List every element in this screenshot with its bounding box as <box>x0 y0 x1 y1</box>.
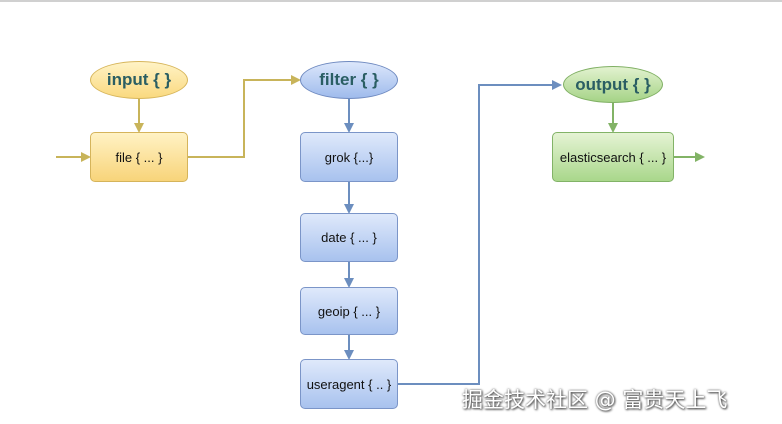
useragent-plugin-label: useragent { .. } <box>306 376 392 392</box>
date-plugin-node: date { ... } <box>300 213 398 262</box>
grok-plugin-label: grok {...} <box>324 149 374 165</box>
watermark-text: 掘金技术社区 @ 富贵天上飞 <box>462 388 728 412</box>
grok-plugin-node: grok {...} <box>300 132 398 182</box>
top-border-line <box>0 0 782 2</box>
useragent-plugin-node: useragent { .. } <box>300 359 398 409</box>
geoip-plugin-label: geoip { ... } <box>317 303 381 319</box>
input-stage-node: input { } <box>90 61 188 99</box>
input-stage-label: input { } <box>106 70 172 89</box>
file-plugin-label: file { ... } <box>115 149 163 165</box>
geoip-plugin-node: geoip { ... } <box>300 287 398 335</box>
edge-useragent-to-output <box>398 80 562 385</box>
file-plugin-node: file { ... } <box>90 132 188 182</box>
date-plugin-label: date { ... } <box>321 230 377 245</box>
edge-file-to-filter <box>188 75 301 158</box>
filter-stage-label: filter { } <box>319 70 379 89</box>
output-stage-node: output { } <box>563 66 663 103</box>
output-stage-label: output { } <box>575 74 651 94</box>
filter-stage-node: filter { } <box>300 61 398 99</box>
elasticsearch-plugin-label: elasticsearch { ... } <box>559 149 667 165</box>
elasticsearch-plugin-node: elasticsearch { ... } <box>552 132 674 182</box>
